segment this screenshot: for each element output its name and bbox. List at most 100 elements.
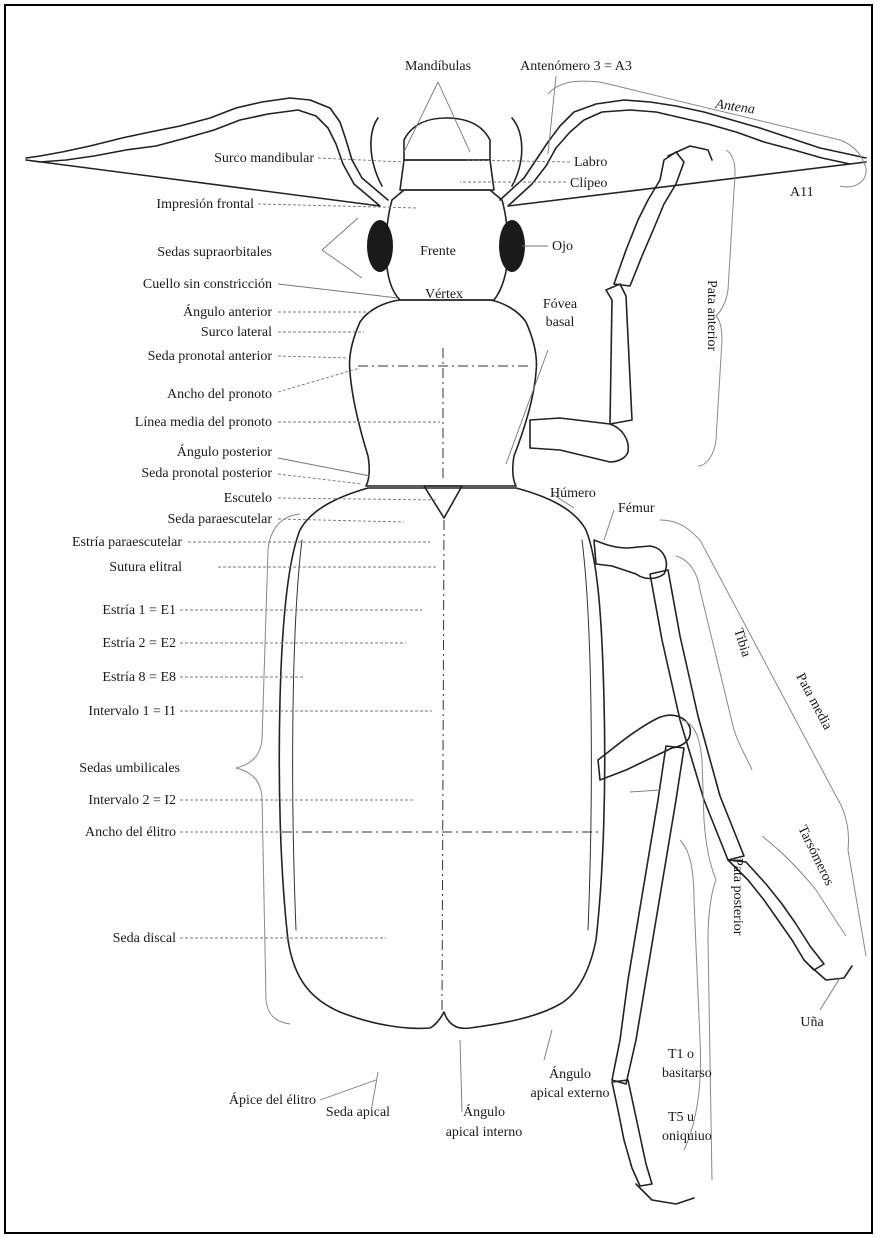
leader-escutelo (278, 498, 438, 500)
clypeus-shape (400, 160, 494, 190)
leader-t1 (630, 790, 660, 792)
labrum-shape (404, 118, 490, 160)
label-frente: Frente (420, 244, 456, 259)
label-surco-lateral: Surco lateral (201, 325, 272, 340)
label-angulo-anterior: Ángulo anterior (183, 303, 272, 320)
label-antenomero3: Antenómero 3 = A3 (520, 59, 632, 74)
label-humero: Húmero (550, 486, 596, 501)
left-eye (367, 220, 393, 272)
left-antenna-lower (26, 110, 380, 206)
leader-ancho-pronoto (278, 368, 360, 392)
label-fovea-basal-1: Fóvea (543, 297, 578, 312)
leader-mandibulas-right (438, 82, 470, 152)
label-seda-paraescutelar: Seda paraescutelar (167, 512, 272, 527)
label-sutura-elitral: Sutura elitral (109, 560, 182, 575)
label-a11: A11 (790, 185, 814, 200)
label-pata-media: Pata media (792, 671, 835, 733)
label-sedas-supraorbitales: Sedas supraorbitales (157, 245, 272, 260)
label-tarsomeros: Tarsómeros (794, 823, 836, 888)
leader-angulo-apical-externo (544, 1030, 552, 1060)
label-labro: Labro (574, 155, 607, 170)
label-antena: Antena (713, 97, 755, 118)
label-t1-1: T1 o (668, 1047, 694, 1062)
brace-t5 (680, 840, 700, 1150)
right-elytron-margin (582, 540, 591, 930)
label-escutelo: Escutelo (224, 491, 272, 506)
label-seda-apical: Seda apical (326, 1105, 390, 1120)
hind-tarsus (612, 1080, 652, 1186)
left-mandible (371, 118, 382, 186)
left-antenna (26, 98, 388, 200)
front-tarsus (614, 152, 684, 286)
label-ojo: Ojo (552, 239, 573, 254)
label-apice-elitro: Ápice del élitro (229, 1091, 316, 1108)
leader-impresion-frontal (258, 204, 418, 208)
leader-seda-pronotal-anterior (278, 356, 348, 358)
label-ancho-elitro: Ancho del élitro (85, 825, 176, 840)
label-seda-pronotal-posterior: Seda pronotal posterior (141, 466, 272, 481)
leader-seda-paraescutelar (278, 519, 404, 522)
label-angulo-apical-externo-1: Ángulo (549, 1065, 591, 1082)
label-intervalo2: Intervalo 2 = I2 (88, 793, 176, 808)
leader-mandibulas-left (404, 82, 438, 152)
leader-sedas-supra-b (322, 250, 362, 278)
brace-sedas-umbilicales (236, 514, 300, 1024)
brace-pata-media (660, 520, 866, 956)
brace-antena (548, 81, 866, 187)
leader-apice (320, 1080, 376, 1100)
label-angulo-posterior: Ángulo posterior (177, 443, 273, 460)
front-claw (668, 146, 712, 160)
hind-tibia (612, 746, 684, 1084)
label-angulo-apical-interno-1: Ángulo (463, 1103, 505, 1120)
label-sedas-umbilicales: Sedas umbilicales (79, 761, 180, 776)
label-clipeo: Clípeo (570, 176, 607, 191)
leader-angulo-posterior (278, 458, 370, 476)
label-pata-posterior: Pata posterior (730, 858, 745, 936)
label-vertex: Vértex (425, 287, 463, 302)
brace-tibia (676, 556, 752, 770)
leader-surco-mandibular (318, 158, 404, 162)
label-estria2: Estría 2 = E2 (102, 636, 176, 651)
scutellum-shape (424, 486, 462, 518)
leader-fovea-basal (506, 350, 548, 464)
front-leg (530, 418, 628, 462)
label-estria-paraescutelar: Estría paraescutelar (72, 535, 182, 550)
label-una: Uña (800, 1015, 824, 1030)
leader-una (820, 978, 840, 1010)
leader-seda-apical (372, 1072, 378, 1106)
label-fovea-basal-2: basal (546, 315, 575, 330)
label-impresion-frontal: Impresión frontal (156, 197, 254, 212)
label-t1-2: basitarso (662, 1066, 712, 1081)
label-angulo-apical-externo-2: apical externo (531, 1086, 610, 1101)
leader-angulo-apical-interno (460, 1040, 462, 1112)
label-cuello: Cuello sin constricción (143, 277, 272, 292)
right-eye (499, 220, 525, 272)
label-tibia: Tibia (730, 627, 753, 660)
leader-femur (604, 510, 614, 540)
label-estria1: Estría 1 = E1 (102, 603, 176, 618)
label-linea-media: Línea media del pronoto (135, 415, 272, 430)
labels: Mandíbulas Antenómero 3 = A3 Antena A11 … (72, 59, 836, 1144)
label-pata-anterior: Pata anterior (704, 280, 719, 351)
leader-sedas-supra-a (322, 218, 358, 250)
label-femur: Fémur (618, 501, 655, 516)
brace-tarsomeros (762, 836, 846, 936)
label-seda-discal: Seda discal (113, 931, 176, 946)
label-surco-mandibular: Surco mandibular (214, 151, 314, 166)
label-mandibulas: Mandíbulas (405, 59, 471, 74)
label-angulo-apical-interno-2: apical interno (446, 1125, 523, 1140)
label-ancho-pronoto: Ancho del pronoto (167, 387, 272, 402)
leader-labro (468, 160, 570, 162)
label-t5-1: T5 u (668, 1110, 694, 1125)
front-tibia (606, 284, 632, 424)
left-elytron-margin (293, 540, 302, 930)
label-t5-2: oniquiuo (662, 1129, 712, 1144)
leader-seda-pronotal-posterior (278, 474, 362, 484)
label-intervalo1: Intervalo 1 = I1 (88, 704, 176, 719)
elytral-suture (442, 520, 444, 1010)
hind-claw (636, 1184, 694, 1204)
label-estria8: Estría 8 = E8 (102, 670, 176, 685)
right-mandible (512, 118, 522, 186)
label-seda-pronotal-anterior: Seda pronotal anterior (148, 349, 273, 364)
